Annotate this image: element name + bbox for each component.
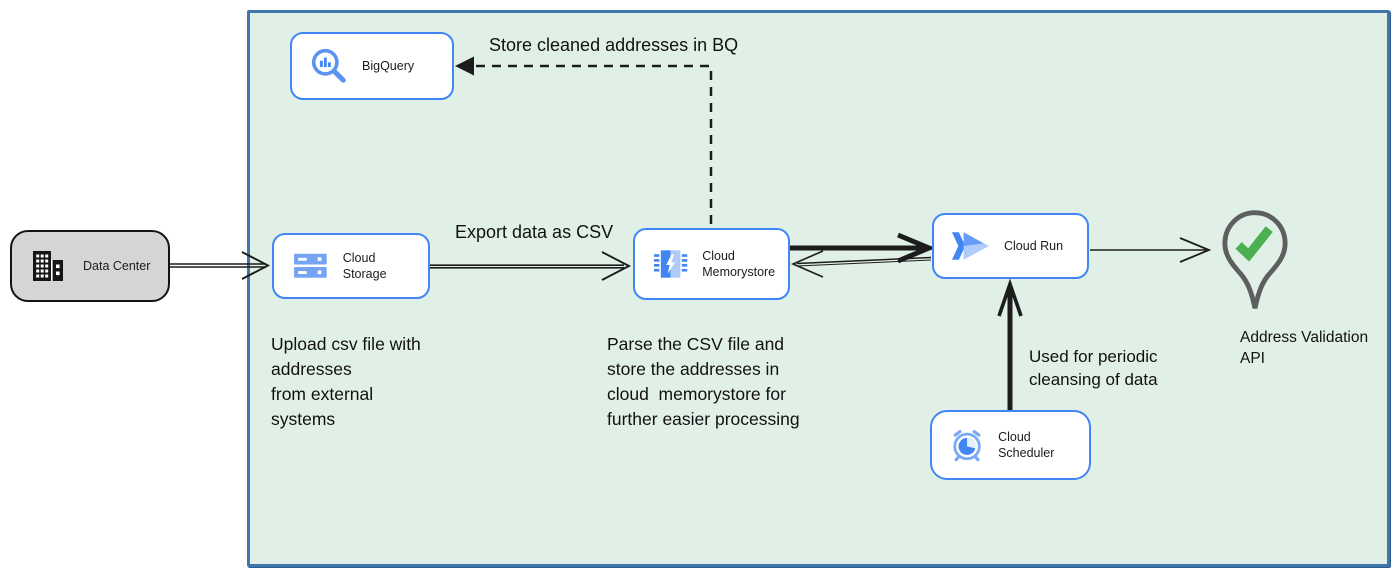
data-center-icon [33,251,63,281]
annotation-store-cleaned-addresses: Store cleaned addresses in BQ [489,35,739,55]
gcp-boundary-container [247,10,1390,567]
node-label: Cloud Memorystore [702,248,776,279]
address-validation-pin-icon [1222,210,1288,309]
annotation-periodic-cleansing: Used for periodic cleansing of data [1029,347,1158,389]
node-data-center: Data Center [10,230,170,302]
memorystore-icon [653,250,688,278]
cloud-scheduler-icon [953,429,981,462]
node-label: Data Center [83,258,151,273]
node-memorystore: Cloud Memorystore [633,228,790,300]
node-scheduler: Cloud Scheduler [930,410,1091,480]
cloud-storage-icon [294,253,327,278]
annotation-upload-csv: Upload csv file with addresses from exte… [271,334,421,429]
annotation-parse-csv: Parse the CSV file and store the address… [607,334,800,429]
address-validation-api-label: Address Validation API [1240,329,1369,367]
bigquery-icon [311,48,346,83]
node-label: Cloud Scheduler [998,429,1055,460]
node-bigquery: BigQuery [290,32,454,100]
annotation-export-data-csv: Export data as CSV [455,222,614,242]
node-label: Cloud Storage [342,250,387,281]
checkmark-icon [1235,226,1273,262]
node-label: Cloud Run [1004,238,1064,253]
node-cloud-storage: Cloud Storage [272,233,430,299]
node-cloud-run: Cloud Run [932,213,1089,279]
cloud-run-icon [952,232,989,260]
node-label: BigQuery [362,58,415,73]
